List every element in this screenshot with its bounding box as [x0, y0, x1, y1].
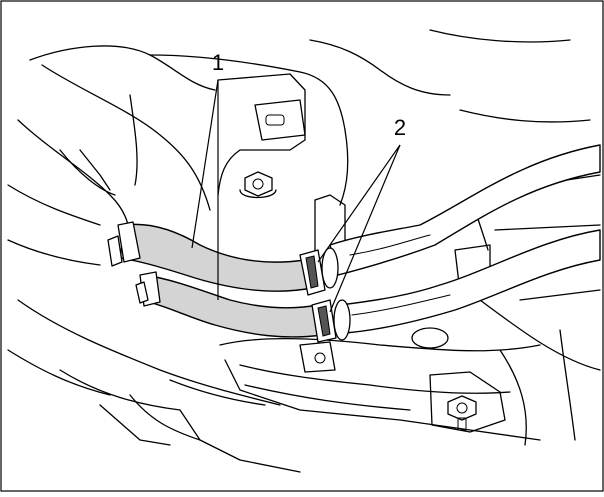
hose-connectors	[299, 247, 351, 343]
leader-1-upper-hose	[191, 79, 219, 249]
callout-leaders	[191, 79, 401, 313]
callout-2: 2	[394, 115, 406, 140]
hose-clamp-upper-left	[117, 221, 141, 263]
lower-housing	[59, 327, 576, 473]
leader-2-upper-connector	[317, 144, 401, 263]
bolt-lower	[447, 395, 477, 431]
connector-upper	[299, 247, 339, 296]
metal-pipes	[329, 144, 601, 334]
connector-lower	[311, 299, 351, 343]
callout-1: 1	[212, 50, 224, 75]
bolt-upper	[239, 171, 277, 199]
leader-2-lower-connector	[329, 144, 401, 313]
coolant-hoses	[107, 221, 323, 338]
